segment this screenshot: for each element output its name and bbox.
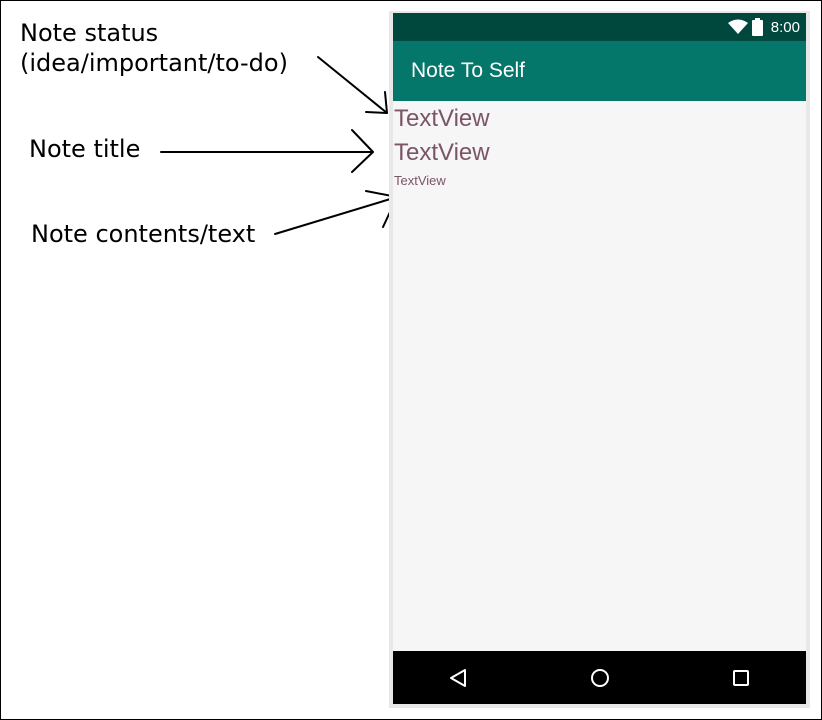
back-button[interactable]: [443, 663, 473, 693]
note-status-textview: TextView: [394, 105, 490, 132]
annotation-note-status-line2: (idea/important/to-do): [20, 49, 288, 77]
recents-icon: [733, 670, 749, 686]
navigation-bar: [393, 651, 806, 704]
annotation-note-title: Note title: [29, 135, 141, 163]
note-content-area: TextView TextView TextView: [393, 101, 806, 651]
recents-button[interactable]: [726, 663, 756, 693]
status-icons: 8:00: [727, 18, 800, 36]
back-icon: [450, 669, 466, 687]
status-time: 8:00: [770, 18, 800, 36]
phone-preview: 8:00 Note To Self TextView TextView Text…: [389, 11, 810, 708]
note-contents-textview: TextView: [394, 173, 446, 188]
note-title-textview: TextView: [394, 139, 490, 166]
annotation-note-status-line1: Note status: [20, 19, 159, 47]
home-button[interactable]: [585, 663, 615, 693]
app-bar: Note To Self: [393, 41, 806, 101]
status-bar: 8:00: [393, 13, 806, 41]
app-title: Note To Self: [411, 59, 526, 82]
home-icon: [591, 669, 609, 687]
annotation-note-status: Note status (idea/important/to-do): [20, 18, 288, 78]
annotation-note-contents: Note contents/text: [31, 220, 256, 248]
wifi-icon: [727, 19, 748, 34]
battery-icon: [751, 18, 763, 36]
